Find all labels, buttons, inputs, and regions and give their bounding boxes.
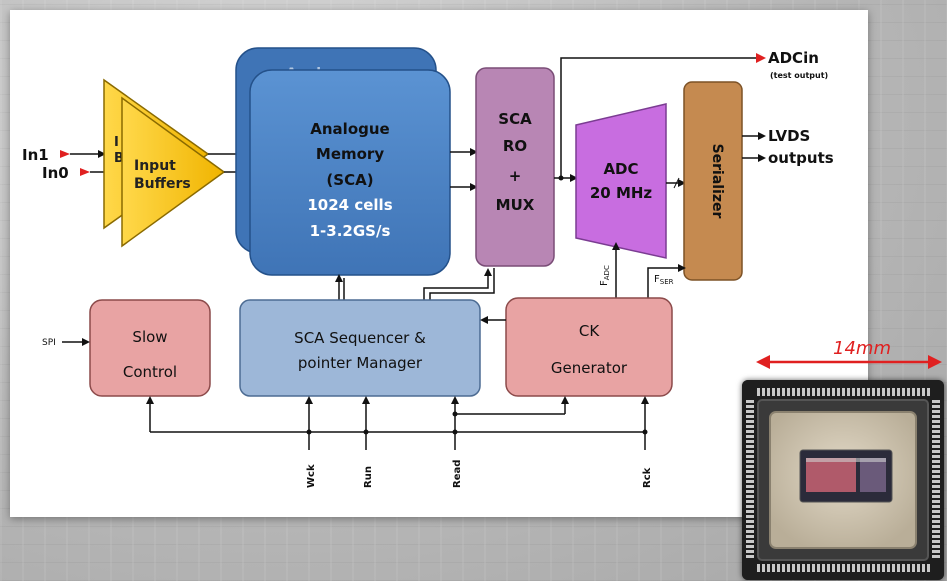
adc-line1: ADC — [603, 160, 638, 178]
memory-line1: Analogue — [310, 120, 389, 138]
slow-control-line1: Slow — [132, 328, 167, 346]
sequencer-block — [240, 300, 480, 396]
chip-size-label: 14mm — [833, 338, 891, 359]
chip-photo — [742, 380, 944, 580]
adc-line2: 20 MHz — [590, 184, 653, 202]
mux-line4: MUX — [496, 196, 535, 214]
signal-wck: Wck — [306, 464, 317, 488]
buffer-label-line2: Buffers — [134, 176, 191, 192]
svg-text:I: I — [114, 135, 119, 150]
ck-line1: CK — [579, 322, 600, 340]
adcin-sub-label: (test output) — [770, 71, 828, 80]
dimension-right-arrow-icon — [928, 355, 942, 369]
in0-label: In0 — [42, 164, 69, 182]
lvds-line2: outputs — [768, 149, 834, 167]
chip-size-dimension: 14mm — [756, 338, 942, 369]
fser-label: FSER — [654, 274, 674, 286]
ck-generator-block — [506, 298, 672, 396]
memory-line3: (SCA) — [326, 171, 373, 189]
adcin-label: ADCin — [768, 49, 819, 67]
input-in1: In1 — [22, 146, 104, 164]
in0-arrow-icon — [80, 168, 90, 176]
sequencer-line2: pointer Manager — [298, 354, 423, 372]
mux-line3: + — [509, 167, 522, 185]
signal-run: Run — [363, 466, 374, 488]
slow-control-block — [90, 300, 210, 396]
lvds-line1: LVDS — [768, 127, 810, 145]
dimension-left-arrow-icon — [756, 355, 770, 369]
mux-line2: RO — [503, 137, 527, 155]
sequencer-line1: SCA Sequencer & — [294, 329, 426, 347]
in1-arrow-icon — [60, 150, 70, 158]
mux-line1: SCA — [498, 110, 532, 128]
fadc-label: FADC — [599, 265, 611, 286]
memory-line5: 1-3.2GS/s — [310, 222, 391, 240]
memory-line2: Memory — [316, 145, 384, 163]
signal-read: Read — [452, 460, 463, 488]
signal-rck: Rck — [642, 467, 653, 488]
buffer-label-line1: Input — [134, 158, 176, 174]
ck-line2: Generator — [551, 359, 628, 377]
adcin-arrow-icon — [756, 53, 766, 63]
spi-label: SPI — [42, 338, 56, 348]
slow-control-line2: Control — [123, 363, 177, 381]
adc-block — [576, 104, 666, 258]
input-buffer-front: Input Buffers — [122, 98, 224, 246]
chip-photo-drawing — [742, 380, 944, 580]
serializer-label: Serializer — [709, 144, 725, 219]
memory-line4: 1024 cells — [307, 196, 392, 214]
in1-label: In1 — [22, 146, 49, 164]
